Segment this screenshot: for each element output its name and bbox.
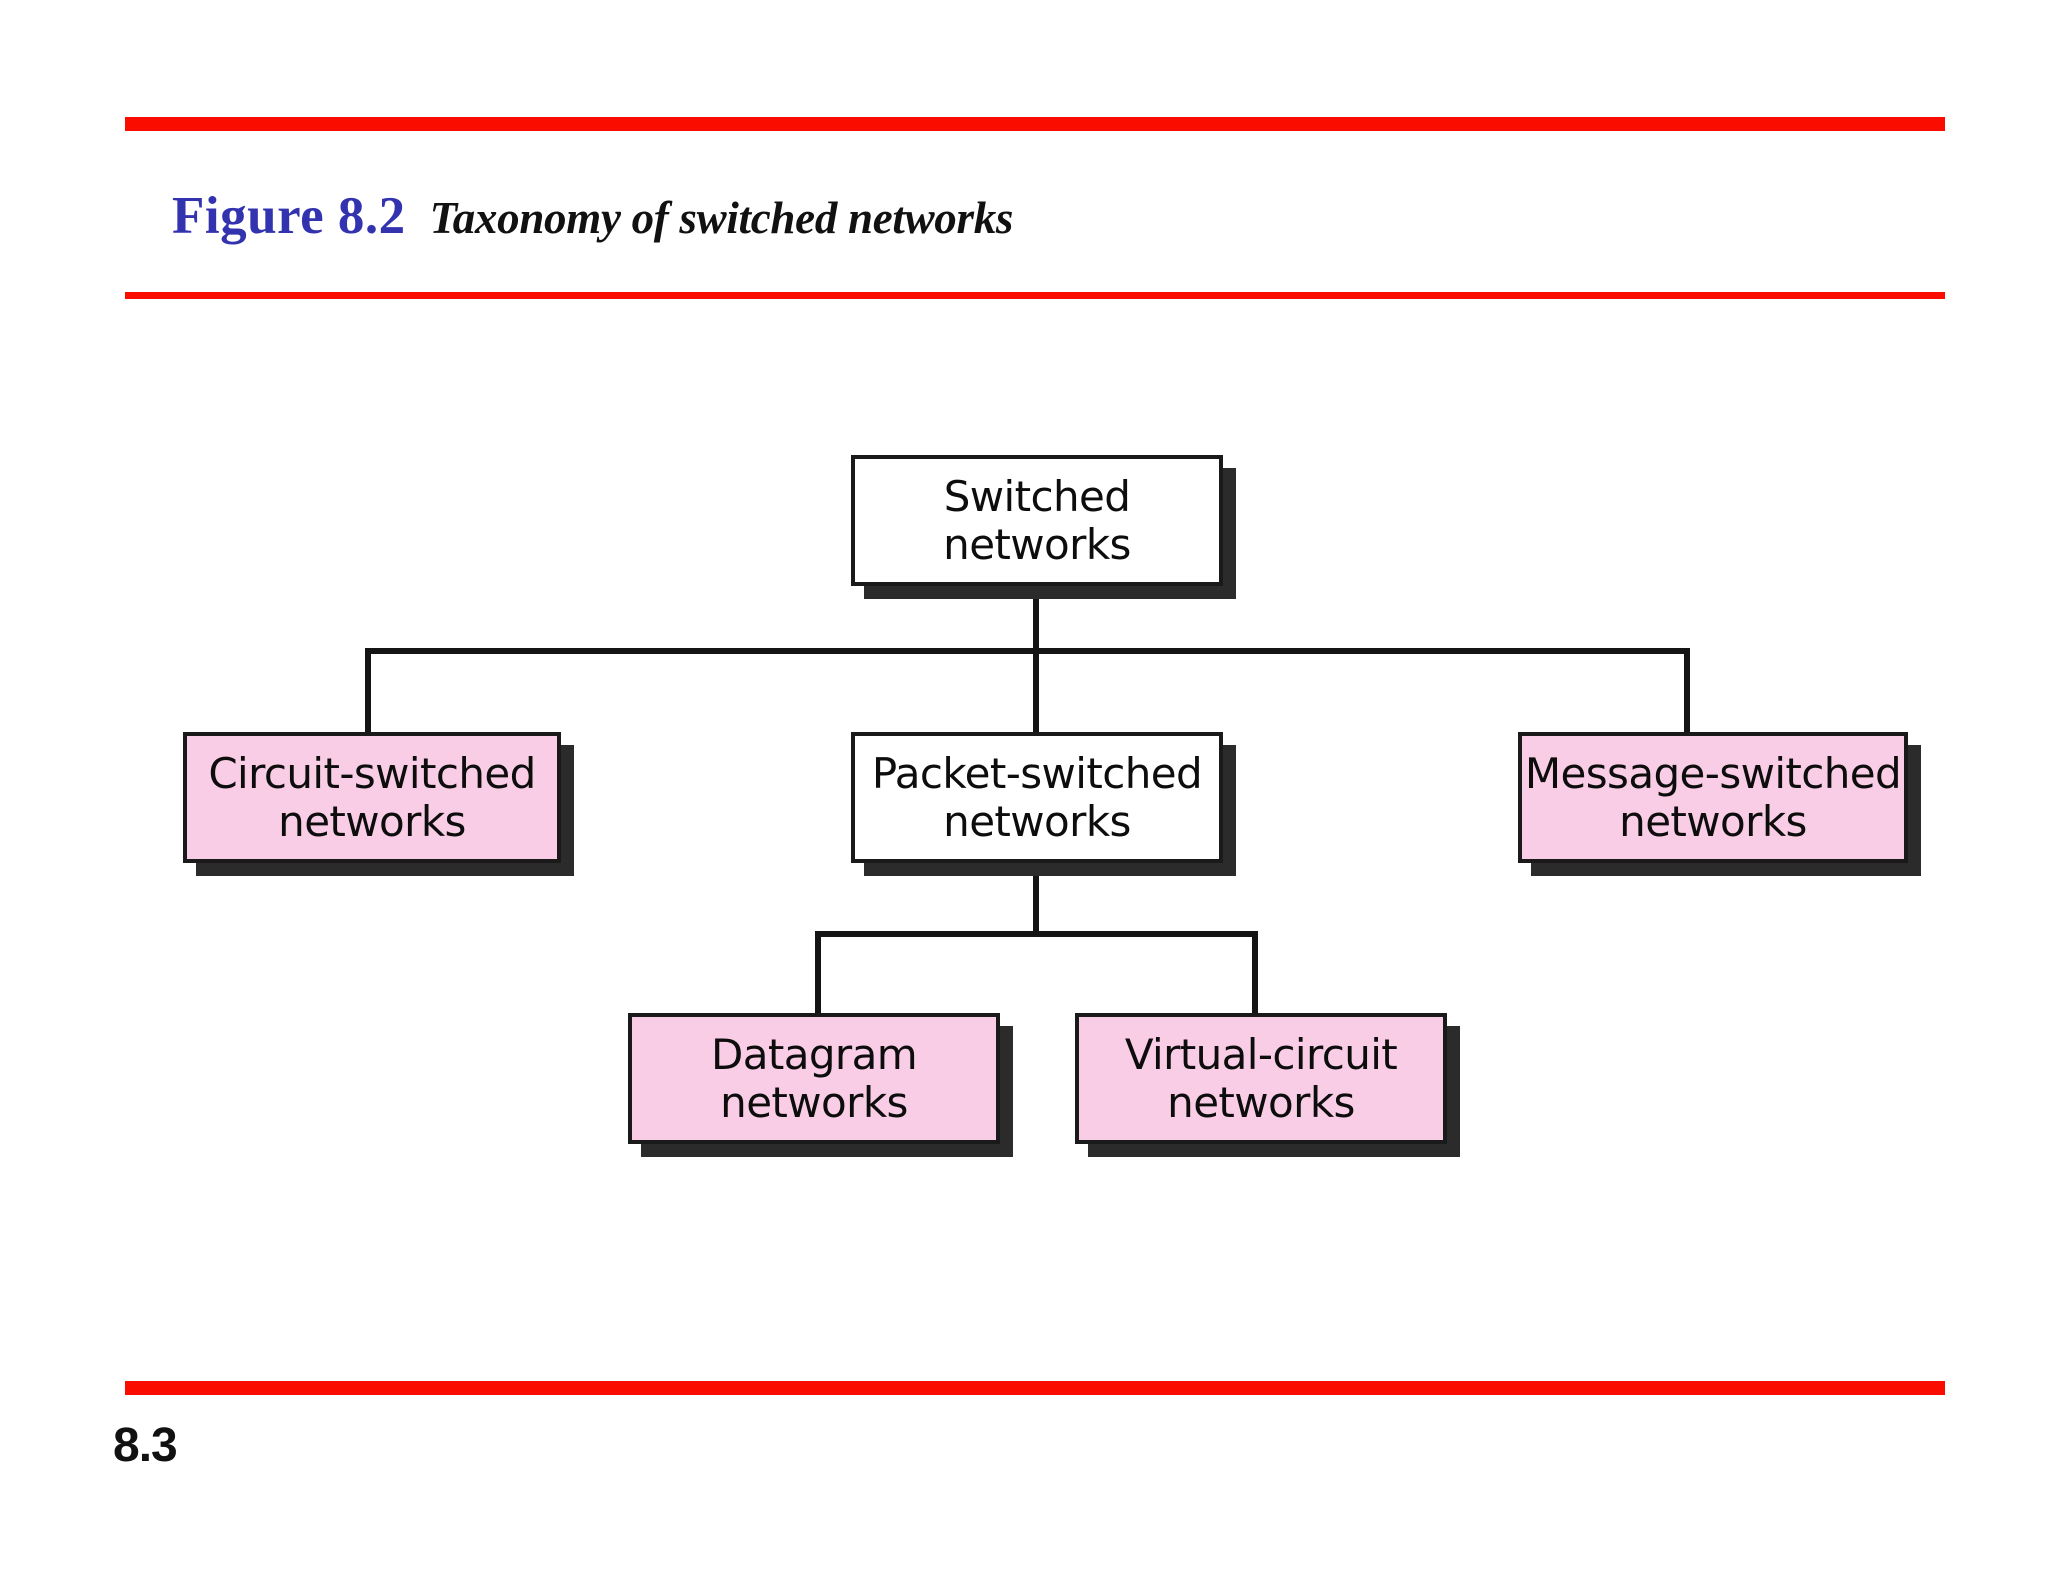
edge-level1-bus: [365, 648, 1690, 654]
node-switched-networks[interactable]: Switched networks: [851, 455, 1223, 586]
node-label-line1: Message-switched: [1524, 748, 1902, 798]
page-number: 8.3: [113, 1419, 178, 1472]
node-label-line1: Circuit-switched: [208, 748, 536, 798]
edge-root-stem: [1033, 585, 1039, 653]
edge-level2-bus: [815, 931, 1258, 937]
edge-to-datagram: [815, 931, 821, 1013]
node-virtual-circuit-networks[interactable]: Virtual-circuit networks: [1075, 1013, 1447, 1144]
node-packet-switched-networks[interactable]: Packet-switched networks: [851, 732, 1223, 863]
node-circuit-switched-networks[interactable]: Circuit-switched networks: [183, 732, 561, 863]
node-label-line1: Switched: [943, 471, 1131, 521]
figure-caption: Taxonomy of switched networks: [429, 193, 1014, 243]
node-label-line1: Packet-switched: [871, 748, 1203, 798]
node-label-line2: networks: [943, 519, 1131, 569]
node-message-switched-networks[interactable]: Message-switched networks: [1518, 732, 1908, 863]
figure-heading: Figure 8.2 Taxonomy of switched networks: [172, 186, 1013, 246]
middle-red-rule: [125, 292, 1945, 299]
edge-packet-stem: [1033, 861, 1039, 936]
node-label-line2: networks: [278, 796, 466, 846]
edge-to-circuit-switched: [365, 648, 371, 732]
top-red-rule: [125, 117, 1945, 131]
bottom-red-rule: [125, 1381, 1945, 1395]
node-label-line2: networks: [1619, 796, 1807, 846]
node-label-line2: networks: [1167, 1077, 1355, 1127]
edge-to-virtual-circuit: [1252, 931, 1258, 1013]
edge-to-message-switched: [1684, 648, 1690, 732]
edge-to-packet-switched: [1033, 648, 1039, 732]
node-label-line2: networks: [720, 1077, 908, 1127]
node-label-line2: networks: [943, 796, 1131, 846]
node-datagram-networks[interactable]: Datagram networks: [628, 1013, 1000, 1144]
node-label-line1: Datagram: [710, 1029, 918, 1079]
figure-number: Figure 8.2: [172, 187, 406, 245]
node-label-line1: Virtual-circuit: [1124, 1029, 1398, 1079]
